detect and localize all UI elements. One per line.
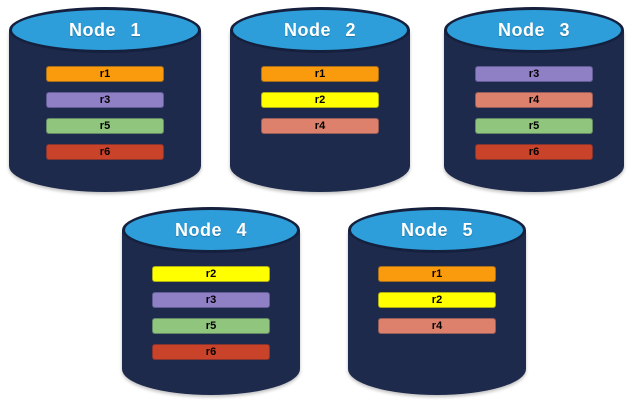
cylinder-top-ellipse: Node 3 [444,7,624,53]
replica-list: r1 r2 r4 [230,66,410,134]
replica-label: r5 [99,120,111,132]
replica-bar: r2 [261,92,379,108]
replica-bar: r6 [152,344,270,360]
cylinder-body [444,30,624,192]
cylinder-body [230,30,410,192]
cylinder-body [348,230,526,395]
replica-label: r1 [431,268,443,280]
replica-bar: r3 [475,66,593,82]
replica-list: r1 r2 r4 [348,266,526,334]
replica-label: r1 [99,68,111,80]
cylinder-top-ellipse: Node 2 [230,7,410,53]
node-label: Node 3 [497,19,570,40]
replica-label: r3 [528,68,540,80]
replica-bar: r5 [152,318,270,334]
replica-bar: r1 [378,266,496,282]
node-label: Node 2 [283,19,356,40]
replica-bar: r4 [475,92,593,108]
replica-bar: r3 [46,92,164,108]
replica-label: r6 [205,346,217,358]
replica-list: r2 r3 r5 r6 [122,266,300,360]
replica-label: r4 [528,94,540,106]
replica-label: r1 [314,68,326,80]
replica-bar: r2 [152,266,270,282]
node-cylinder: Node 4 r2 r3 r5 r6 [122,207,300,395]
replica-label: r3 [99,94,111,106]
replica-bar: r6 [475,144,593,160]
replica-label: r2 [205,268,217,280]
replica-label: r4 [431,320,443,332]
node-label: Node 5 [400,219,473,240]
cylinder-body [122,230,300,395]
replica-label: r4 [314,120,326,132]
replica-bar: r5 [46,118,164,134]
replica-bar: r2 [378,292,496,308]
replica-label: r5 [528,120,540,132]
replica-label: r2 [314,94,326,106]
cylinder-top-ellipse: Node 5 [348,207,526,253]
cylinder-top-ellipse: Node 1 [9,7,201,53]
replica-label: r3 [205,294,217,306]
replica-bar: r3 [152,292,270,308]
node-label: Node 1 [68,19,141,40]
node-cylinder: Node 5 r1 r2 r4 [348,207,526,395]
node-cylinder: Node 2 r1 r2 r4 [230,7,410,192]
replica-bar: r4 [261,118,379,134]
node-cylinder: Node 1 r1 r3 r5 r6 [9,7,201,192]
replica-label: r2 [431,294,443,306]
node-label: Node 4 [174,219,247,240]
replica-bar: r4 [378,318,496,334]
replica-bar: r6 [46,144,164,160]
node-cylinder: Node 3 r3 r4 r5 r6 [444,7,624,192]
cylinder-body [9,30,201,192]
replica-list: r3 r4 r5 r6 [444,66,624,160]
cylinder-top-ellipse: Node 4 [122,207,300,253]
replica-bar: r1 [46,66,164,82]
replica-bar: r5 [475,118,593,134]
replica-label: r6 [99,146,111,158]
replica-bar: r1 [261,66,379,82]
replica-label: r6 [528,146,540,158]
replica-list: r1 r3 r5 r6 [9,66,201,160]
replica-label: r5 [205,320,217,332]
